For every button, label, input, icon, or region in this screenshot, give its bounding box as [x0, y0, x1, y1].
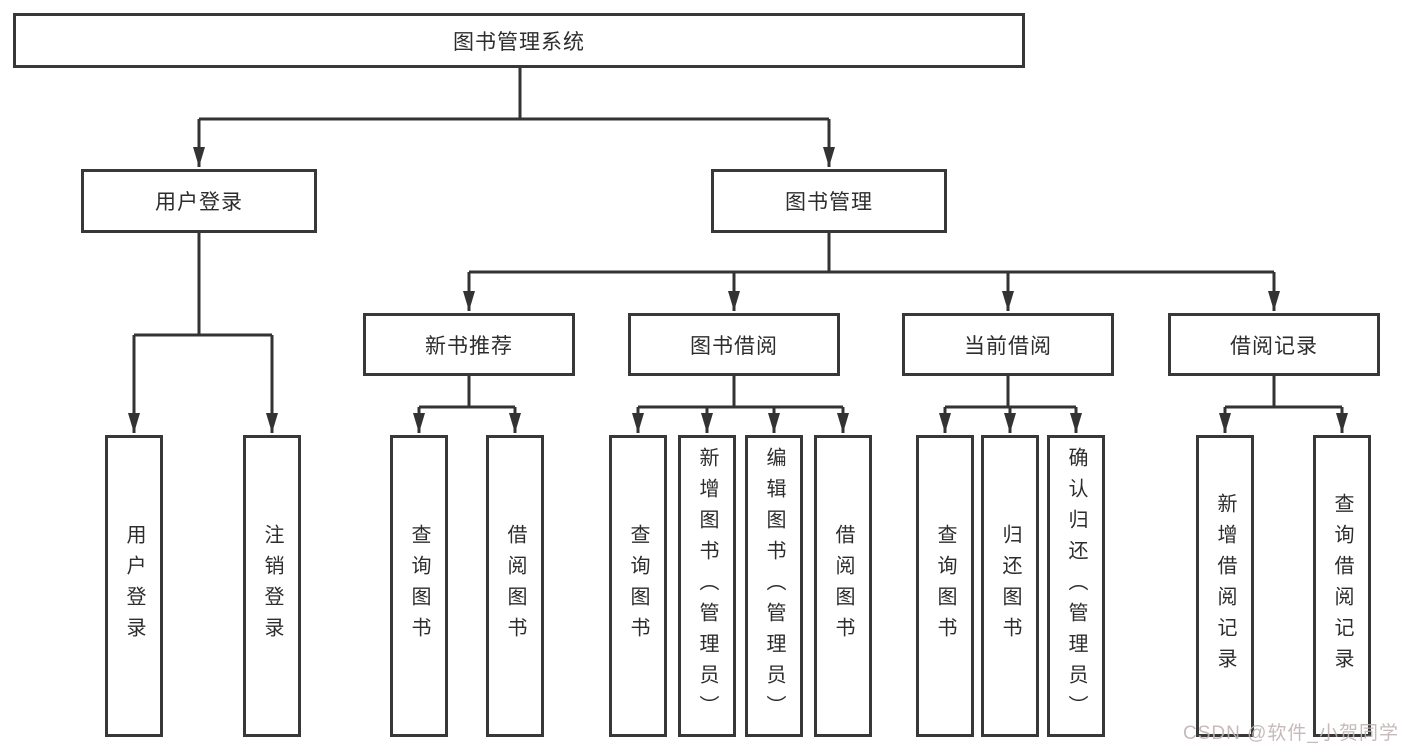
- leaf-confirm-return-admin-label: 确认归还（管理员）: [1065, 446, 1087, 726]
- node-book-management-label: 图书管理: [785, 191, 873, 214]
- leaf-edit-book-admin: 编辑图书（管理员）: [745, 435, 803, 737]
- node-new-book-recommend: 新书推荐: [363, 313, 575, 376]
- node-current-borrow: 当前借阅: [902, 313, 1114, 376]
- leaf-borrow-books-1: 借阅图书: [486, 435, 544, 737]
- leaf-return-book-label: 归还图书: [999, 524, 1021, 648]
- leaf-user-login-label: 用户登录: [123, 524, 145, 648]
- node-user-login: 用户登录: [81, 169, 317, 233]
- leaf-add-book-admin: 新增图书（管理员）: [678, 435, 736, 737]
- leaf-query-books-3-label: 查询图书: [934, 524, 956, 648]
- leaf-add-book-admin-label: 新增图书（管理员）: [696, 446, 718, 726]
- leaf-query-books-1-label: 查询图书: [408, 524, 430, 648]
- node-current-borrow-label: 当前借阅: [964, 334, 1052, 358]
- leaf-logout: 注销登录: [243, 435, 301, 737]
- connector-borrow-children: [638, 376, 843, 409]
- leaf-borrow-books-1-label: 借阅图书: [504, 524, 526, 648]
- leaf-query-books-1: 查询图书: [390, 435, 448, 737]
- connector-records-children: [1225, 376, 1342, 409]
- leaf-query-borrow-record: 查询借阅记录: [1313, 435, 1371, 737]
- leaf-logout-label: 注销登录: [261, 524, 283, 648]
- leaf-edit-book-admin-label: 编辑图书（管理员）: [763, 446, 785, 726]
- node-borrow-records-label: 借阅记录: [1230, 334, 1318, 358]
- node-book-borrow: 图书借阅: [628, 313, 840, 376]
- connector-mgmt-l3: [469, 233, 1274, 274]
- leaf-return-book: 归还图书: [981, 435, 1039, 737]
- node-new-book-recommend-label: 新书推荐: [425, 334, 513, 358]
- node-root-label: 图书管理系统: [453, 30, 585, 54]
- node-book-borrow-label: 图书借阅: [690, 334, 778, 358]
- leaf-query-books-2: 查询图书: [609, 435, 667, 737]
- leaf-borrow-books-2-label: 借阅图书: [832, 524, 854, 648]
- node-root: 图书管理系统: [13, 13, 1025, 68]
- connector-login-children: [134, 233, 272, 337]
- connector-root-l2: [199, 68, 829, 121]
- connector-recommend-children: [419, 376, 515, 409]
- node-book-management: 图书管理: [711, 169, 947, 233]
- leaf-borrow-books-2: 借阅图书: [814, 435, 872, 737]
- leaf-add-borrow-record: 新增借阅记录: [1196, 435, 1254, 737]
- watermark: CSDN @软件_小贺同学: [1183, 723, 1399, 744]
- leaf-query-books-2-label: 查询图书: [627, 524, 649, 648]
- connector-current-children: [945, 376, 1076, 409]
- node-borrow-records: 借阅记录: [1168, 313, 1380, 376]
- node-user-login-label: 用户登录: [155, 191, 243, 214]
- leaf-query-books-3: 查询图书: [916, 435, 974, 737]
- leaf-user-login: 用户登录: [105, 435, 163, 737]
- leaf-query-borrow-record-label: 查询借阅记录: [1331, 493, 1353, 679]
- leaf-add-borrow-record-label: 新增借阅记录: [1214, 493, 1236, 679]
- leaf-confirm-return-admin: 确认归还（管理员）: [1047, 435, 1105, 737]
